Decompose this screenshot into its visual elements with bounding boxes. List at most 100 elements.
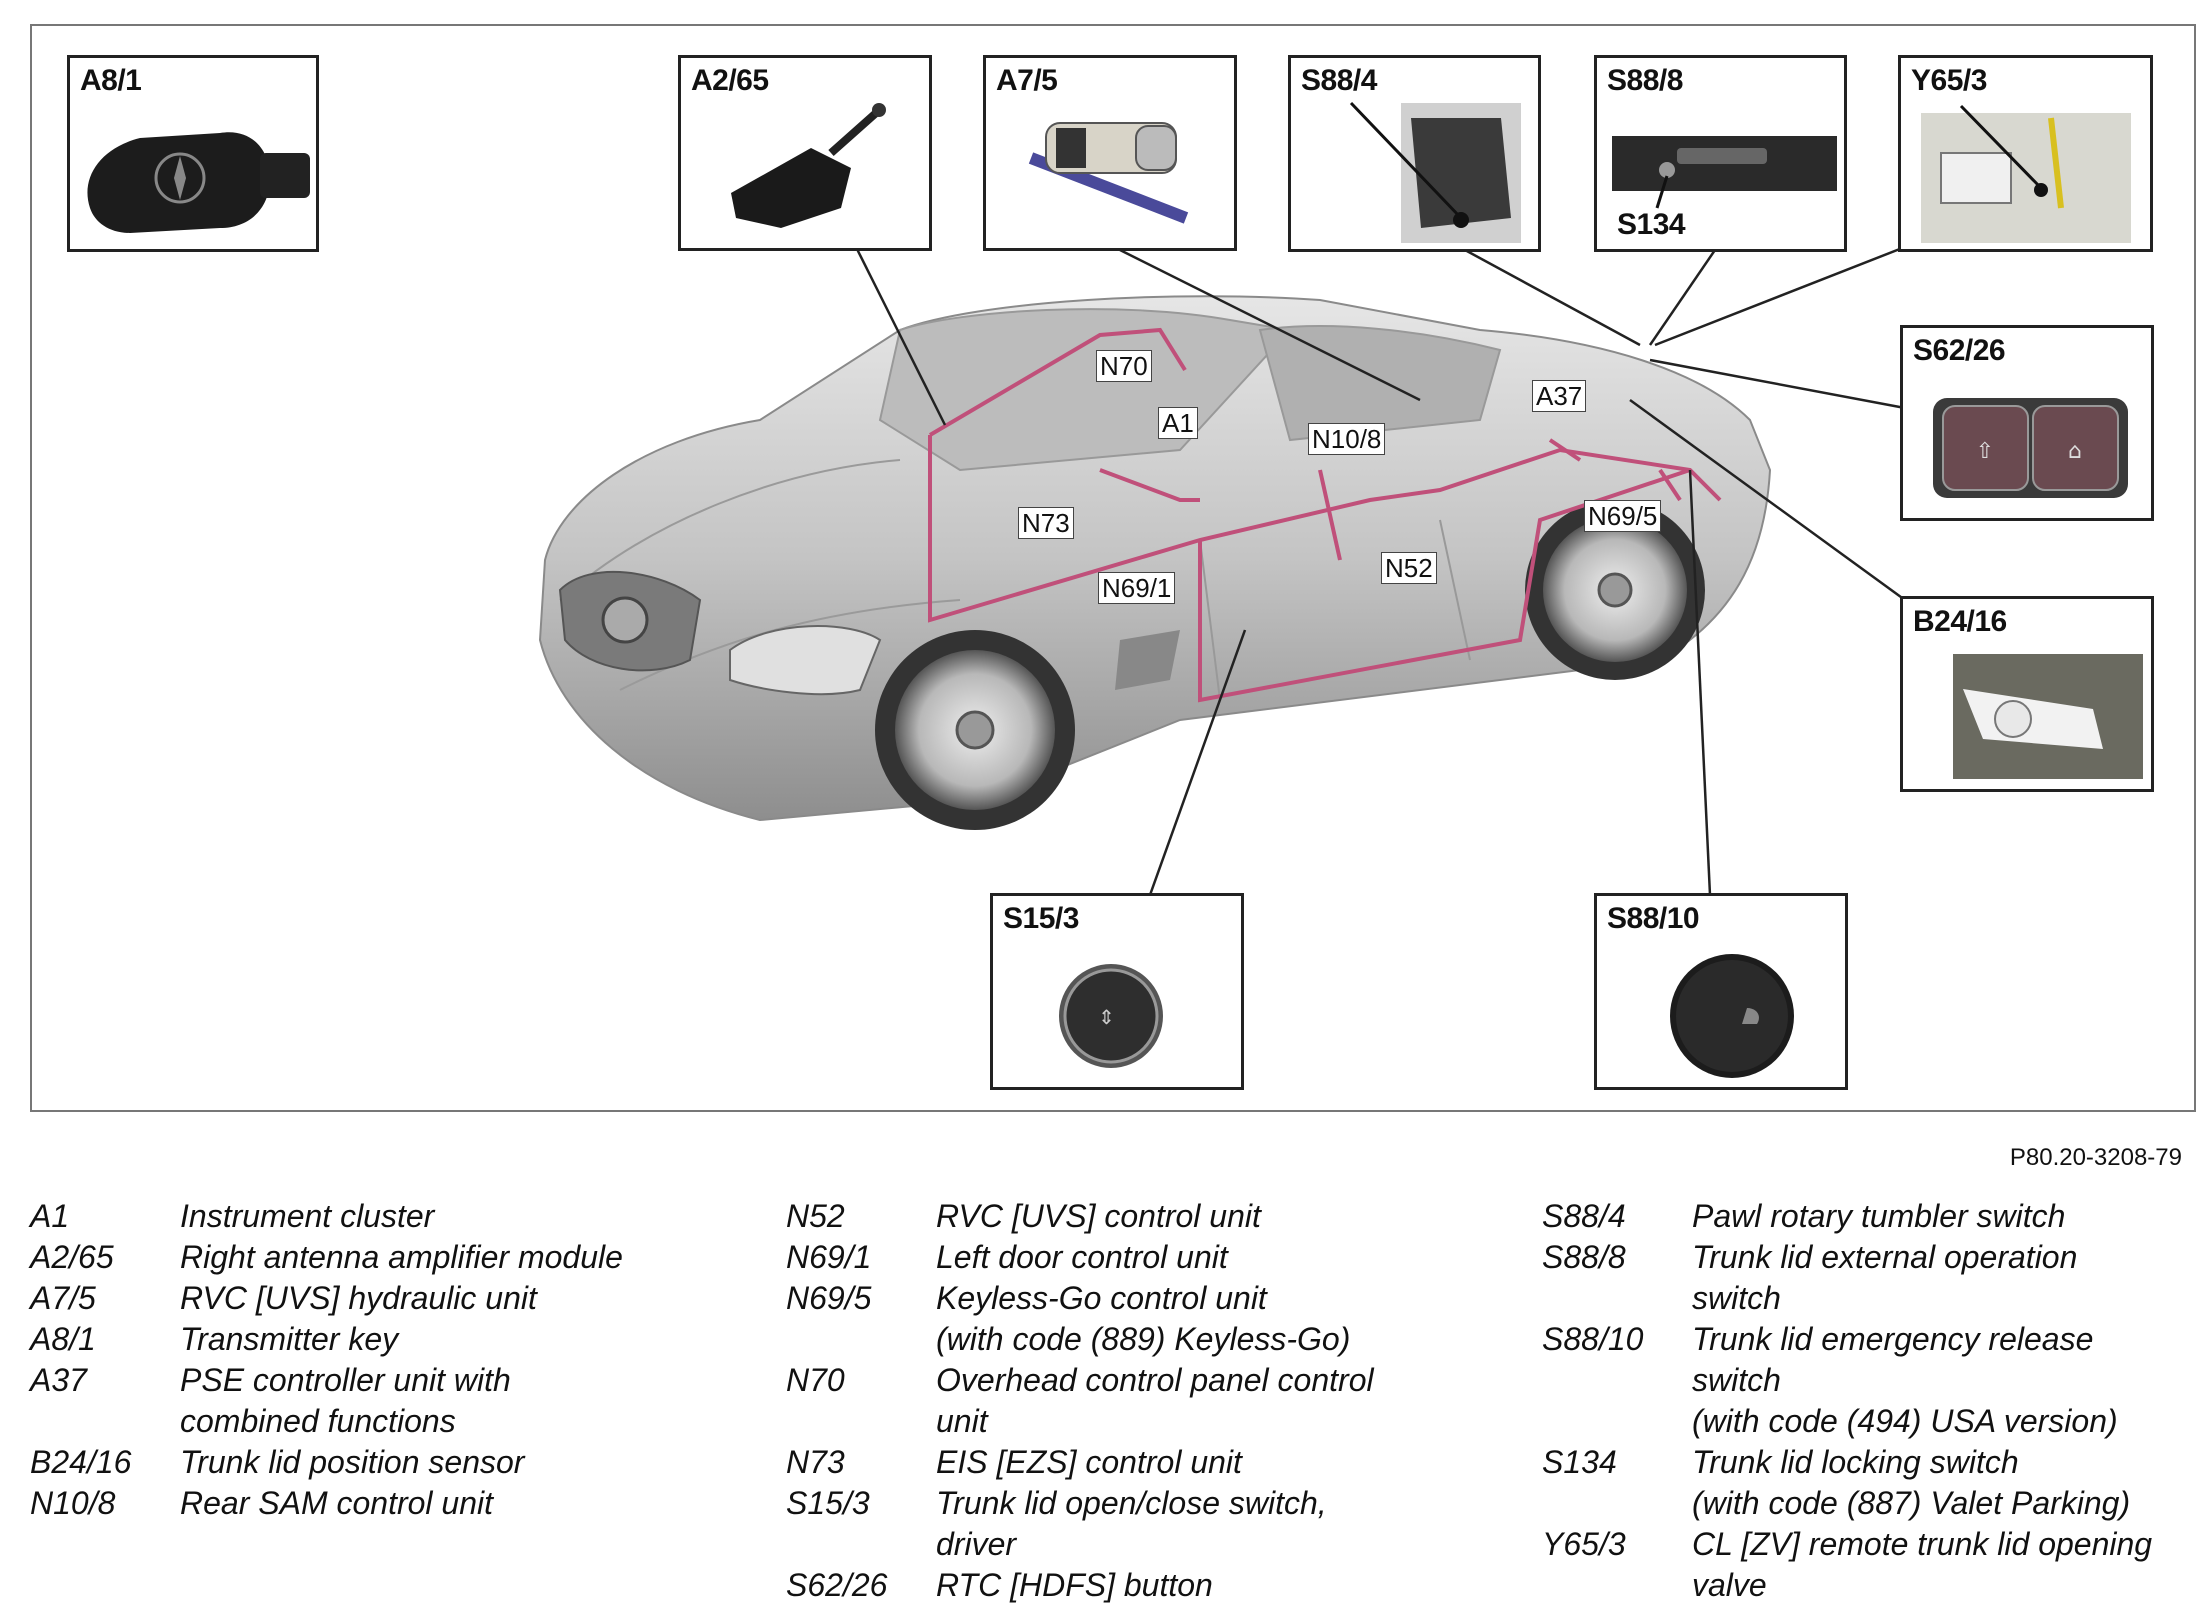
tag-n70: N70 — [1096, 350, 1152, 382]
legend-code: A37 — [30, 1362, 87, 1398]
legend-code: S88/4 — [1542, 1198, 1626, 1234]
callout-label: S62/26 — [1913, 334, 2006, 367]
tag-n69-1: N69/1 — [1098, 572, 1176, 604]
callout-a8-1: A8/1 — [67, 55, 319, 252]
legend-row: S88/8 Trunk lid external operation switch — [1542, 1237, 2202, 1319]
transmitter-key-image — [87, 132, 310, 233]
remote-valve-image — [1921, 104, 2131, 243]
diagram-frame — [30, 24, 2196, 1112]
legend-description: Keyless-Go control unit (with code (889)… — [936, 1280, 1351, 1357]
callout-s88-10: S88/10 — [1594, 893, 1848, 1090]
legend-description: RVC [UVS] control unit — [936, 1198, 1261, 1234]
legend-code: S88/8 — [1542, 1239, 1626, 1275]
legend-row: S134 Trunk lid locking switch (with code … — [1542, 1442, 2202, 1524]
legend-description: Overhead control panel control unit — [936, 1362, 1374, 1439]
legend-row: N69/5 Keyless-Go control unit (with code … — [786, 1278, 1526, 1360]
legend-code: N10/8 — [30, 1485, 116, 1521]
emergency-release-switch-image — [1670, 954, 1794, 1078]
legend-description: Trunk lid external operation switch — [1692, 1239, 2078, 1316]
callout-s15-3: S15/3 ⇕ — [990, 893, 1244, 1090]
legend-code: S62/26 — [786, 1567, 888, 1603]
legend-description: Trunk lid position sensor — [180, 1444, 525, 1480]
tag-n73: N73 — [1018, 507, 1074, 539]
tumbler-switch-image — [1349, 101, 1521, 243]
callout-label: A8/1 — [80, 64, 142, 97]
legend-code: N52 — [786, 1198, 845, 1234]
legend-row: A37 PSE controller unit with combined fun… — [30, 1360, 770, 1442]
svg-text:⇧: ⇧ — [1976, 439, 1994, 464]
legend-row: S88/4 Pawl rotary tumbler switch — [1542, 1196, 2202, 1237]
rear-wheel — [1525, 500, 1705, 680]
legend-row: A2/65 Right antenna amplifier module — [30, 1237, 770, 1278]
legend-row: S62/26 RTC [HDFS] button — [786, 1565, 1526, 1606]
legend-code: A8/1 — [30, 1321, 96, 1357]
legend-description: PSE controller unit with combined functi… — [180, 1362, 511, 1439]
hydraulic-unit-image — [1028, 122, 1189, 224]
legend-description: CL [ZV] remote trunk lid opening valve — [1692, 1526, 2153, 1603]
callout-label: S88/10 — [1607, 902, 1700, 935]
external-switch-image — [1612, 136, 1837, 209]
rtc-button-image: ⇧ ⌂ — [1933, 398, 2128, 498]
legend-description: Right antenna amplifier module — [180, 1239, 623, 1275]
legend-code: N69/5 — [786, 1280, 872, 1316]
callout-s62-26: S62/26 ⇧ ⌂ — [1900, 325, 2154, 521]
legend-description: Transmitter key — [180, 1321, 399, 1357]
position-sensor-image — [1953, 654, 2143, 779]
callout-label: S88/8 — [1607, 64, 1683, 97]
front-wheel — [875, 630, 1075, 830]
legend-description: EIS [EZS] control unit — [936, 1444, 1242, 1480]
tag-a37: A37 — [1532, 380, 1587, 412]
callout-b24-16: B24/16 — [1900, 596, 2154, 792]
legend-row: N52 RVC [UVS] control unit — [786, 1196, 1526, 1237]
legend-description: Left door control unit — [936, 1239, 1228, 1275]
legend-code: N70 — [786, 1362, 845, 1398]
legend-description: RTC [HDFS] button — [936, 1567, 1213, 1603]
callout-label: B24/16 — [1913, 605, 2007, 638]
callout-a2-65: A2/65 — [678, 55, 932, 251]
legend-row: A8/1 Transmitter key — [30, 1319, 770, 1360]
legend-code: S15/3 — [786, 1485, 870, 1521]
tag-n52: N52 — [1381, 552, 1437, 584]
legend-code: S134 — [1542, 1444, 1617, 1480]
legend-row: A1 Instrument cluster — [30, 1196, 770, 1237]
legend-row: S15/3 Trunk lid open/close switch, driver — [786, 1483, 1526, 1565]
legend-code: A1 — [30, 1198, 70, 1234]
legend-code: N69/1 — [786, 1239, 872, 1275]
callout-label: S88/4 — [1301, 64, 1377, 97]
legend-row: N70 Overhead control panel control unit — [786, 1360, 1526, 1442]
legend-description: Instrument cluster — [180, 1198, 435, 1234]
legend-description: Trunk lid locking switch (with code (887… — [1692, 1444, 2131, 1521]
antenna-amplifier-image — [731, 103, 886, 228]
tag-n69-5: N69/5 — [1584, 500, 1662, 532]
legend-description: Trunk lid open/close switch, driver — [936, 1485, 1327, 1562]
legend-code: A2/65 — [30, 1239, 114, 1275]
document-id: P80.20-3208-79 — [2009, 1144, 2182, 1171]
legend-description: RVC [UVS] hydraulic unit — [180, 1280, 537, 1316]
legend-description: Pawl rotary tumbler switch — [1692, 1198, 2066, 1234]
legend-description: Rear SAM control unit — [180, 1485, 494, 1521]
svg-text:⌂: ⌂ — [2068, 439, 2082, 464]
legend-row: B24/16 Trunk lid position sensor — [30, 1442, 770, 1483]
callout-s88-8: S88/8 S134 — [1594, 55, 1847, 252]
legend-row: N69/1 Left door control unit — [786, 1237, 1526, 1278]
legend-code: A7/5 — [30, 1280, 96, 1316]
legend-row: A7/5 RVC [UVS] hydraulic unit — [30, 1278, 770, 1319]
tag-a1: A1 — [1158, 407, 1198, 439]
callout-sublabel-s134: S134 — [1617, 208, 1686, 241]
svg-text:⇕: ⇕ — [1098, 1005, 1115, 1029]
leader-lines — [853, 243, 1911, 896]
open-close-switch-image: ⇕ — [1059, 964, 1163, 1068]
callout-s88-4: S88/4 — [1288, 55, 1541, 252]
callout-label: S15/3 — [1003, 902, 1079, 935]
callout-y65-3: Y65/3 — [1898, 55, 2153, 252]
callout-label: Y65/3 — [1911, 64, 1987, 97]
tag-n10-8: N10/8 — [1308, 423, 1386, 455]
legend-row: N10/8 Rear SAM control unit — [30, 1483, 770, 1524]
callout-label: A7/5 — [996, 64, 1058, 97]
legend-code: B24/16 — [30, 1444, 132, 1480]
